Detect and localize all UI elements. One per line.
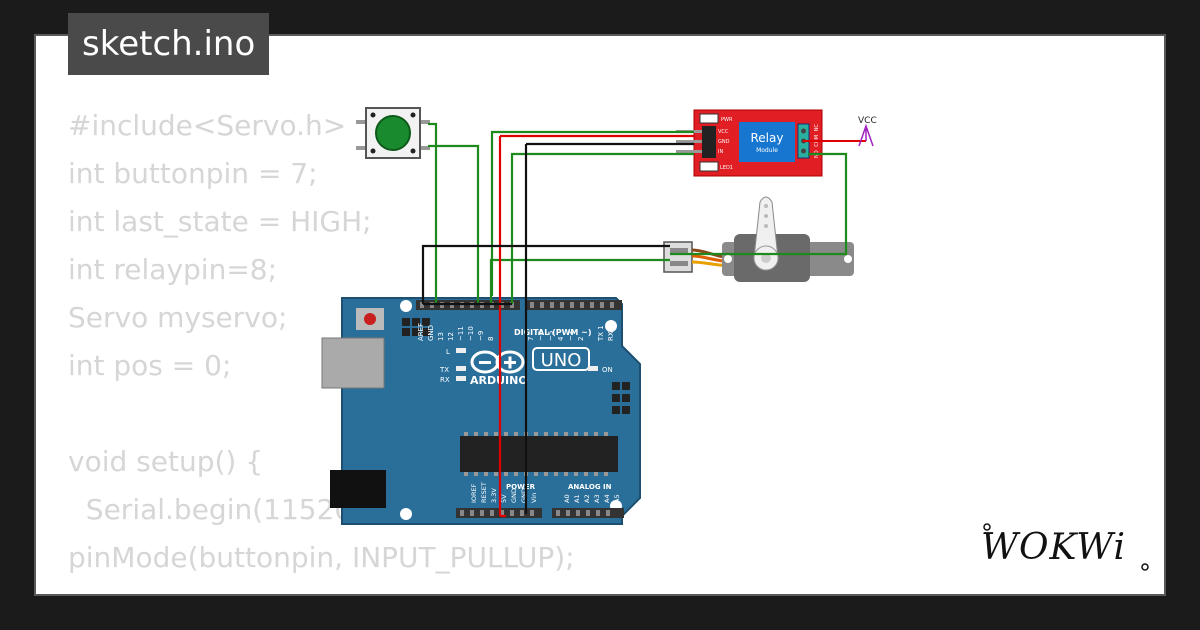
file-name-tab: sketch.ino: [68, 13, 270, 75]
code-line: pinMode(buttonpin, INPUT_PULLUP);: [68, 541, 575, 574]
pin-label-10: ~10: [467, 326, 475, 341]
svg-text:RESET: RESET: [480, 482, 488, 503]
relay-pin-vcc: VCC: [718, 129, 729, 135]
wokwi-logo-text: WOKWi: [981, 527, 1126, 568]
svg-text:ON: ON: [602, 366, 613, 374]
code-line: int relaypin=8;: [68, 253, 278, 286]
pin-label-2: 2: [577, 337, 585, 341]
svg-text:A2: A2: [583, 494, 591, 503]
pin-label-6: ~6: [537, 330, 545, 341]
pin-label-5: ~5: [547, 331, 555, 341]
relay-title: Relay: [751, 131, 784, 145]
svg-text:A4: A4: [603, 494, 611, 503]
power-label: POWER: [506, 483, 536, 491]
code-line: pinMode(relaypin, OUTPUT);: [68, 582, 575, 594]
pin-label-tx1: TX 1: [597, 325, 605, 342]
relay-subtitle: Module: [756, 147, 778, 154]
svg-text:A0: A0: [563, 494, 571, 503]
pin-label-4: 4: [557, 336, 565, 341]
arduino-uno-board: AREF GND 13 12 ~11 ~10 ~9 8 7 ~6 ~5 4 ~3…: [321, 297, 641, 525]
svg-text:3.3V: 3.3V: [490, 488, 498, 503]
vcc-label: VCC: [858, 116, 877, 126]
arduino-model: UNO: [541, 350, 582, 371]
svg-text:5V: 5V: [500, 494, 508, 503]
code-line: int pos = 0;: [68, 349, 232, 382]
svg-text:GND: GND: [520, 488, 528, 503]
preview-card: #include<Servo.h> int buttonpin = 7; int l…: [34, 34, 1166, 596]
wokwi-logo: WOKWi: [981, 523, 1149, 571]
relay-pin-gnd: GND: [718, 139, 730, 145]
svg-text:A1: A1: [573, 494, 581, 503]
circuit-diagram: PWR LED1 VCC GND IN Relay Module NO COM …: [321, 107, 877, 525]
code-line: int last_state = HIGH;: [68, 205, 372, 238]
relay-pin-in: IN: [718, 149, 723, 155]
push-button: [356, 107, 430, 159]
svg-text:Vin: Vin: [530, 493, 538, 503]
svg-text:GND: GND: [510, 488, 518, 503]
svg-text:A3: A3: [593, 494, 601, 503]
svg-text:IOREF: IOREF: [470, 483, 478, 503]
pin-label-3: ~3: [567, 331, 575, 341]
pin-label-8: 8: [487, 337, 495, 341]
pin-label-13: 13: [437, 332, 445, 341]
pin-label-9: ~9: [477, 331, 485, 341]
code-line: Servo myservo;: [68, 301, 288, 334]
svg-text:RX: RX: [440, 376, 450, 384]
board-leds: L TX RX ON: [439, 348, 613, 384]
pin-label-rx0: RX 0: [607, 325, 615, 341]
relay-pin-led1: LED1: [720, 165, 733, 171]
svg-text:TX: TX: [439, 366, 449, 374]
code-line: int buttonpin = 7;: [68, 157, 318, 190]
vcc-symbol: VCC: [803, 116, 877, 147]
relay-out-nc: NC: [814, 124, 820, 132]
code-line: #include<Servo.h>: [68, 109, 347, 142]
pin-label-aref: AREF: [417, 323, 425, 341]
arduino-infinity-logo: [470, 350, 525, 374]
pin-label-gnd: GND: [427, 325, 435, 341]
servo-motor: [663, 196, 854, 282]
pin-label-11: ~11: [457, 326, 465, 341]
svg-text:L: L: [446, 348, 450, 356]
relay-module: PWR LED1 VCC GND IN Relay Module NO COM …: [676, 109, 823, 177]
pin-label-12: 12: [447, 332, 455, 341]
relay-pin-pwr: PWR: [721, 117, 733, 123]
code-background: #include<Servo.h> int buttonpin = 7; int l…: [68, 102, 575, 594]
pin-label-7: 7: [527, 337, 535, 341]
wires: [421, 122, 848, 518]
svg-text:A5: A5: [613, 494, 621, 503]
code-line: void setup() {: [68, 445, 264, 478]
arduino-brand: ARDUINO: [470, 374, 528, 387]
digital-label: DIGITAL (PWM ~): [514, 328, 592, 337]
analog-label: ANALOG IN: [568, 483, 612, 491]
